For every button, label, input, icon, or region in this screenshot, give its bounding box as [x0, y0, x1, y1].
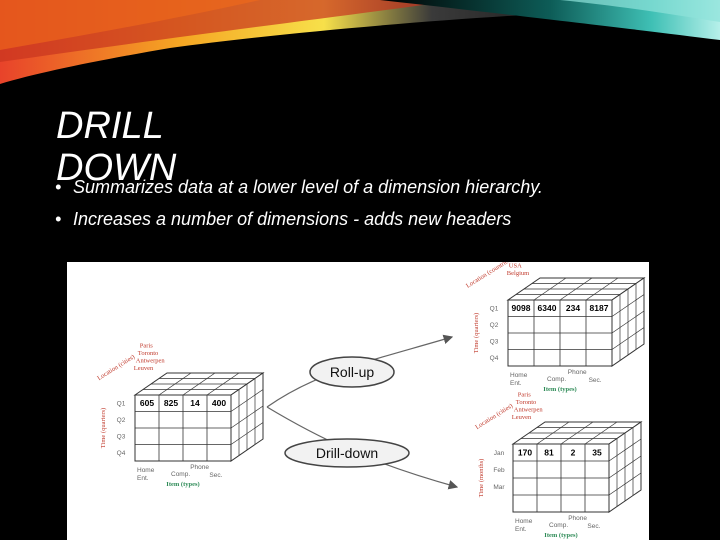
- time-tick-label: Jan: [494, 450, 505, 457]
- location-tick-label: Paris: [140, 343, 153, 350]
- location-tick-label: Leuven: [512, 414, 532, 421]
- bullet-dot-icon: •: [55, 209, 62, 229]
- location-tick-label: Antwerpen: [514, 407, 544, 414]
- item-tick-label: Home: [510, 372, 528, 379]
- time-axis-label: Time (quarters): [473, 313, 480, 353]
- bullet-list: • Summarizes data at a lower level of a d…: [55, 174, 675, 238]
- location-tick-label: Paris: [518, 392, 531, 399]
- item-tick-label: Home: [137, 467, 155, 474]
- time-tick-label: Q4: [117, 450, 126, 457]
- cell-value: 234: [566, 303, 580, 313]
- item-axis-label: Item (types): [543, 386, 576, 393]
- location-axis-label: Location (cities): [96, 353, 136, 382]
- time-axis-label: Time (months): [478, 459, 485, 498]
- bullet-dot-icon: •: [55, 177, 62, 197]
- cell-value: 400: [212, 398, 226, 408]
- cell-value: 81: [544, 448, 554, 458]
- cell-value: 8187: [590, 303, 609, 313]
- location-tick-label: USA: [509, 263, 522, 270]
- cell-value: 14: [190, 398, 200, 408]
- time-tick-label: Q1: [490, 306, 499, 313]
- item-tick-label: Phone: [568, 515, 587, 522]
- cell-value: 2: [571, 448, 576, 458]
- time-tick-label: Q3: [490, 339, 499, 346]
- cell-value: 35: [592, 448, 602, 458]
- time-tick-label: Q2: [490, 322, 499, 329]
- location-tick-label: Belgium: [507, 270, 529, 277]
- bullet-text: Increases a number of dimensions - adds …: [73, 209, 512, 229]
- item-tick-label: Phone: [568, 369, 587, 376]
- bullet-item: • Increases a number of dimensions - adds…: [55, 206, 675, 232]
- location-tick-label: Antwerpen: [136, 358, 166, 365]
- cell-value: 170: [518, 448, 532, 458]
- bullet-text: Summarizes data at a lower level of a di…: [73, 177, 543, 197]
- location-tick-label: Leuven: [134, 365, 154, 372]
- item-tick-label: Ent.: [137, 475, 149, 482]
- rollup-button: Roll-up: [309, 356, 395, 388]
- rollup-label: Roll-up: [330, 364, 375, 380]
- cell-value: 6340: [538, 303, 557, 313]
- item-tick-label: Ent.: [510, 380, 522, 387]
- time-tick-label: Q1: [117, 401, 126, 408]
- decorative-banner: [0, 0, 720, 90]
- item-axis-label: Item (types): [166, 481, 199, 488]
- location-tick-label: Toronto: [138, 350, 159, 357]
- location-tick-label: Toronto: [516, 399, 537, 406]
- cell-value: 9098: [512, 303, 531, 313]
- cell-value: 605: [140, 398, 154, 408]
- item-tick-label: Sec.: [587, 523, 600, 530]
- time-tick-label: Feb: [493, 467, 505, 474]
- drilldown-label: Drill-down: [316, 445, 378, 461]
- drilldown-button: Drill-down: [284, 438, 410, 468]
- item-tick-label: Phone: [190, 464, 209, 471]
- location-axis-label: Location (cities): [474, 402, 514, 431]
- cell-value: 825: [164, 398, 178, 408]
- time-tick-label: Q4: [490, 355, 499, 362]
- item-tick-label: Sec.: [589, 377, 602, 384]
- item-tick-label: Home: [515, 518, 533, 525]
- item-tick-label: Sec.: [209, 472, 222, 479]
- item-axis-label: Item (types): [544, 532, 577, 539]
- item-tick-label: Comp.: [549, 522, 568, 529]
- slide-title: DRILL DOWN: [56, 105, 177, 189]
- bullet-item: • Summarizes data at a lower level of a d…: [55, 174, 675, 200]
- time-tick-label: Q2: [117, 417, 126, 424]
- item-tick-label: Ent.: [515, 526, 527, 533]
- time-axis-label: Time (quarters): [100, 408, 107, 448]
- time-tick-label: Mar: [493, 484, 505, 491]
- time-tick-label: Q3: [117, 434, 126, 441]
- item-tick-label: Comp.: [547, 376, 566, 383]
- item-tick-label: Comp.: [171, 471, 190, 478]
